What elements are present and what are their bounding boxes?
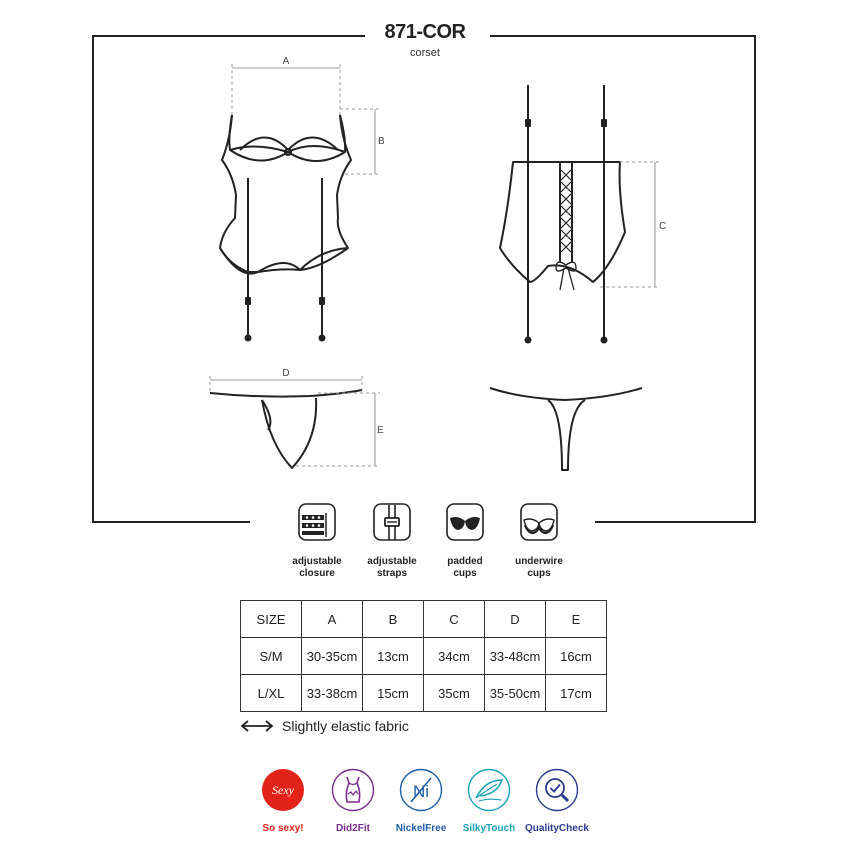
dimension-a — [231, 64, 341, 115]
table-header-cell: C — [423, 600, 485, 638]
table-cell: 15cm — [362, 674, 424, 712]
feature-label-line2: cups — [453, 568, 477, 579]
adjustable-straps-icon — [373, 503, 411, 541]
table-cell: 35cm — [423, 674, 485, 712]
feature-label-line1: padded — [447, 556, 483, 567]
table-header-cell: B — [362, 600, 424, 638]
corset-front-drawing — [219, 114, 352, 342]
badge-label: So sexy! — [262, 823, 304, 834]
dimension-label-d: D — [282, 368, 289, 379]
nickel-free-icon-text: Ni — [413, 782, 429, 801]
corset-back-drawing — [499, 85, 626, 344]
double-arrow-icon — [240, 720, 274, 732]
feature-label-line2: straps — [376, 568, 407, 579]
nickel-free-icon: Ni — [399, 768, 443, 812]
silky-touch-icon — [467, 768, 511, 812]
product-code: 871-COR — [384, 21, 466, 43]
table-cell: 33-48cm — [484, 637, 546, 675]
table-cell: 30-35cm — [301, 637, 363, 675]
table-header-cell: E — [545, 600, 607, 638]
feature-label-line1: underwire — [515, 556, 563, 567]
badge-label: NickelFree — [395, 823, 447, 834]
badge-quality-check: QualityCheck — [522, 768, 592, 834]
dimension-d — [209, 376, 363, 393]
table-row: L/XL 33-38cm 15cm 35cm 35-50cm 17cm — [240, 674, 607, 712]
badge-label: Did2Fit — [336, 823, 370, 834]
thong-back-drawing — [489, 387, 643, 471]
thong-front-drawing — [209, 389, 363, 469]
sexy-icon-text: Sexy — [272, 783, 295, 797]
dimension-label-e: E — [377, 425, 384, 436]
dimension-e — [296, 392, 380, 467]
dimension-label-b: B — [378, 136, 385, 147]
elastic-note: Slightly elastic fabric — [240, 718, 409, 734]
feature-label-line1: adjustable — [367, 556, 417, 567]
table-header-cell: A — [301, 600, 363, 638]
table-cell: 17cm — [545, 674, 607, 712]
feature-label-line1: adjustable — [292, 556, 342, 567]
dimension-label-c: C — [659, 221, 666, 232]
table-cell: 34cm — [423, 637, 485, 675]
did2fit-icon — [331, 768, 375, 812]
feature-label-line2: cups — [527, 568, 551, 579]
feature-label-line2: closure — [299, 568, 335, 579]
dimension-label-a: A — [283, 56, 290, 67]
badge-did2fit: Did2Fit — [318, 768, 388, 834]
badge-label: QualityCheck — [525, 823, 589, 834]
table-cell: 16cm — [545, 637, 607, 675]
dimension-c — [600, 161, 660, 288]
frame-border — [92, 35, 756, 523]
adjustable-closure-icon — [298, 503, 336, 541]
table-cell: L/XL — [240, 674, 302, 712]
quality-check-icon — [535, 768, 579, 812]
badge-so-sexy: Sexy So sexy! — [248, 768, 318, 834]
size-table: SIZE A B C D E S/M 30-35cm 13cm 34cm 33-… — [240, 600, 607, 712]
table-header-row: SIZE A B C D E — [240, 600, 607, 638]
padded-cups-icon — [446, 503, 484, 541]
table-header-cell: SIZE — [240, 600, 302, 638]
table-cell: 35-50cm — [484, 674, 546, 712]
product-type: corset — [410, 47, 440, 59]
table-cell: 13cm — [362, 637, 424, 675]
badge-label: SilkyTouch — [462, 823, 516, 834]
dimension-b — [340, 108, 380, 175]
table-cell: 33-38cm — [301, 674, 363, 712]
sexy-icon: Sexy — [262, 769, 304, 811]
table-header-cell: D — [484, 600, 546, 638]
underwire-cups-icon — [520, 503, 558, 541]
table-row: S/M 30-35cm 13cm 34cm 33-48cm 16cm — [240, 637, 607, 675]
badge-nickel-free: Ni NickelFree — [386, 768, 456, 834]
table-cell: S/M — [240, 637, 302, 675]
elastic-note-text: Slightly elastic fabric — [282, 718, 409, 734]
badge-silky-touch: SilkyTouch — [454, 768, 524, 834]
